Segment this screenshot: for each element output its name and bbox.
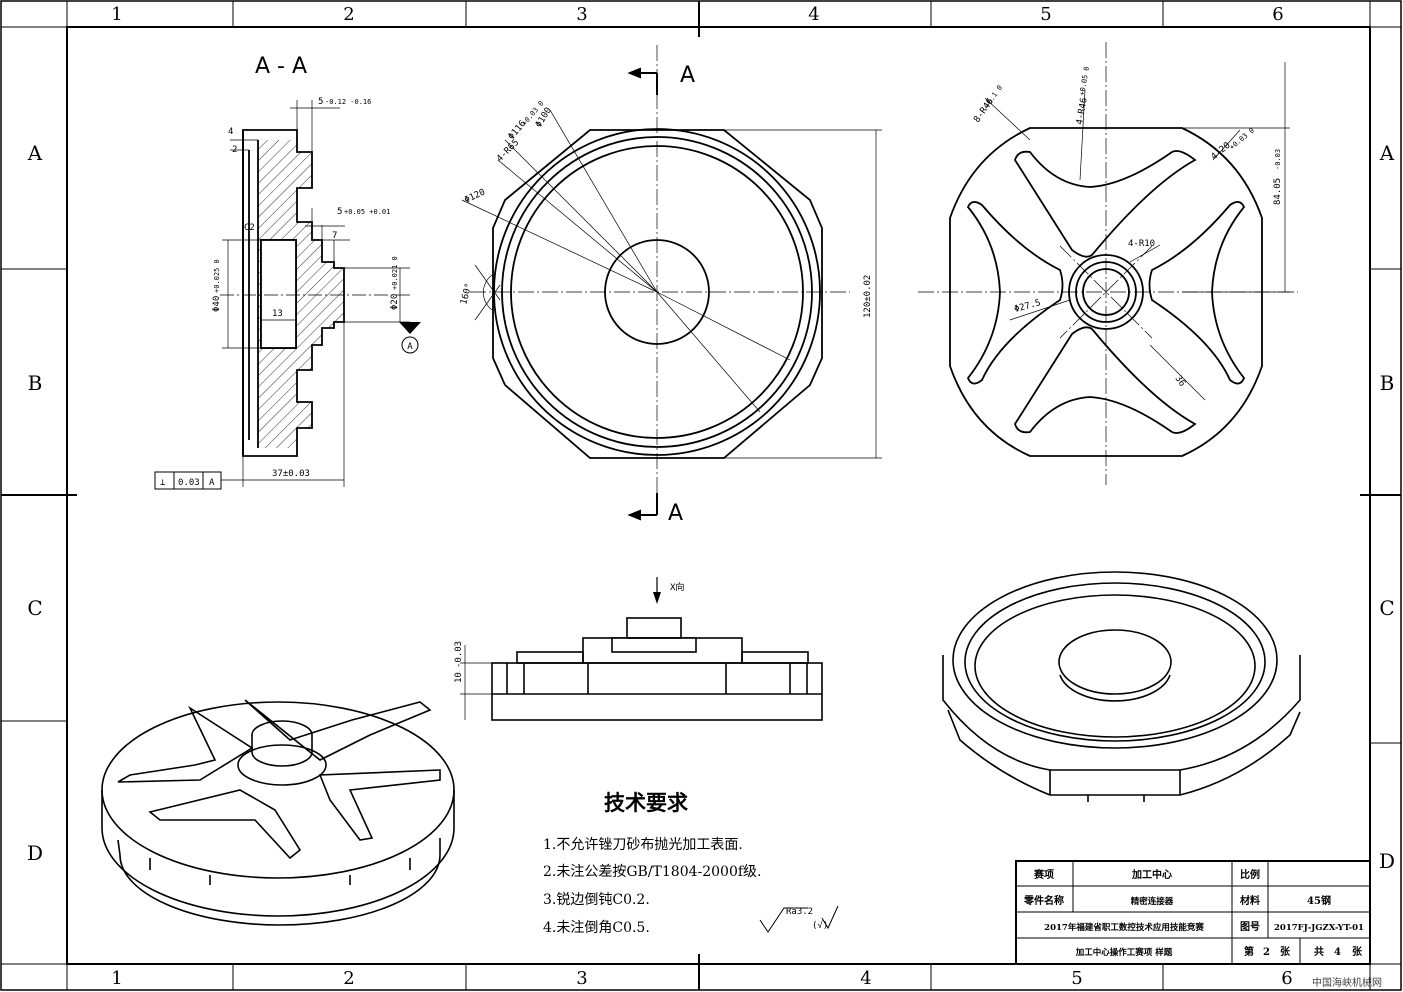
- side-view: X向 10 -0.03: [454, 577, 823, 721]
- perpendicularity-frame: ⊥ 0.03 A: [154, 471, 243, 490]
- dim-angle: 160°: [459, 282, 474, 306]
- dim-r65: 4-R65: [495, 138, 521, 164]
- tb-total-number: 4: [1334, 947, 1341, 958]
- dim-2: 2: [232, 145, 237, 155]
- zone-row-c-right: C: [1379, 596, 1394, 620]
- perp-ref: A: [209, 478, 215, 488]
- note-4: 4.未注倒角C0.5.: [543, 920, 650, 936]
- dim-13: 13: [272, 309, 283, 319]
- x-direction-arrow: X向: [653, 577, 684, 604]
- front-dimensions: Φ100 Φ116 +0.03 0 4-R65 Φ120 160° 120±0.…: [459, 100, 873, 318]
- dim-84-tol: -0.03: [1274, 149, 1282, 170]
- dim-4r46: 4-R46: [1075, 97, 1090, 125]
- section-title: A - A: [255, 54, 307, 79]
- dim-20-tol: +0.021 0: [391, 256, 399, 290]
- zone-row-d-right: D: [1379, 849, 1395, 873]
- cut-label-top: A: [680, 63, 695, 88]
- zone-row-c-left: C: [27, 596, 42, 620]
- tb-total-suffix: 张: [1352, 945, 1363, 958]
- tb-sheet-prefix: 第: [1244, 945, 1254, 958]
- perp-symbol: ⊥: [160, 478, 166, 488]
- x-direction-label: X向: [670, 581, 684, 593]
- tb-sheet-number: 2: [1263, 947, 1270, 958]
- zone-col-5-top: 5: [1040, 4, 1051, 25]
- dim-20: Φ20: [390, 294, 400, 310]
- dim-84: 84.05: [1273, 178, 1283, 205]
- iso-view-bowl: [942, 571, 1301, 802]
- cut-label-bottom: A: [668, 501, 683, 526]
- zone-row-b-left: B: [28, 371, 43, 395]
- zone-col-3-top: 3: [576, 4, 587, 25]
- tb-material-value: 45钢: [1307, 894, 1331, 907]
- dim-5b: 5: [337, 207, 342, 217]
- dim-5: 5: [318, 97, 323, 107]
- dim-4: 4: [228, 127, 233, 137]
- dim-height: 120±0.02: [863, 275, 873, 318]
- zone-row-d-left: D: [27, 841, 43, 865]
- tb-material-label: 材料: [1240, 894, 1260, 907]
- dim-40: Φ40: [212, 296, 222, 312]
- zone-col-2-bottom: 2: [343, 968, 354, 989]
- note-1: 1.不允许锉刀砂布抛光加工表面.: [543, 837, 743, 853]
- dim-37: 37±0.03: [272, 469, 310, 479]
- zone-row-a-left: A: [27, 141, 43, 165]
- zone-col-6-bottom: 6: [1281, 968, 1292, 989]
- cut-line-a: [627, 67, 658, 521]
- tb-total-prefix: 共: [1314, 945, 1324, 958]
- title-block: 赛项 加工中心 比例 零件名称 精密连接器 材料 45钢 2017年福建省职工数…: [1015, 860, 1371, 965]
- zone-col-5-bottom: 5: [1071, 968, 1082, 989]
- datum-symbol: A: [399, 322, 421, 354]
- technical-notes: 技术要求 1.不允许锉刀砂布抛光加工表面. 2.未注公差按GB/T1804-20…: [543, 790, 839, 936]
- back-dimensions: 8-R46 +0.1 0 4-R46 +0.05 0 4-20 +0.03 0 …: [972, 66, 1283, 389]
- tb-part-label: 零件名称: [1023, 894, 1064, 907]
- watermark: 中国海峡机械网: [1312, 976, 1382, 989]
- perp-value: 0.03: [178, 478, 200, 488]
- roughness-value: Ra3.2: [786, 907, 813, 917]
- dim-36: 36: [1173, 374, 1187, 389]
- tb-drawing-no-value: 2017FJ-JGZX-YT-01: [1274, 923, 1364, 933]
- tb-scale-label: 比例: [1240, 868, 1260, 881]
- tb-event-value: 加工中心: [1131, 868, 1172, 881]
- dim-d120: Φ120: [463, 187, 487, 205]
- dim-27: Φ27.5: [1013, 298, 1042, 315]
- zone-col-1-top: 1: [111, 4, 122, 25]
- dim-10-tol: -0.03: [454, 641, 464, 668]
- zone-col-2-top: 2: [343, 4, 354, 25]
- tb-sheet-suffix: 张: [1280, 945, 1291, 958]
- notes-title: 技术要求: [604, 790, 688, 815]
- iso-view-cross: [101, 699, 455, 926]
- zone-col-1-bottom: 1: [111, 968, 122, 989]
- dim-4r46-tol: +0.05 0: [1078, 66, 1091, 96]
- tb-competition: 2017年福建省职工数控技术应用技能竞赛: [1044, 922, 1204, 933]
- zone-col-4-top: 4: [808, 4, 819, 25]
- roughness-symbol: [759, 905, 839, 933]
- tb-drawing-no-label: 图号: [1240, 921, 1260, 933]
- front-view: A A Φ100 Φ116 +0.03 0 4-R65 Φ120 160° 12…: [459, 45, 882, 526]
- dim-5-tol: -0.12 -0.16: [325, 98, 371, 106]
- back-view: 8-R46 +0.1 0 4-R46 +0.05 0 4-20 +0.03 0 …: [918, 42, 1298, 485]
- note-2: 2.未注公差按GB/T1804-2000f级.: [543, 864, 762, 880]
- zone-labels: 1 2 3 4 5 6 1 2 3 4 5 6 A B C D A B C D: [27, 4, 1395, 989]
- roughness-paren: (√): [812, 920, 828, 931]
- zone-col-4-bottom: 4: [860, 968, 871, 989]
- dim-c2: C2: [244, 223, 255, 233]
- tb-event-label: 赛项: [1033, 868, 1054, 881]
- datum-label: A: [407, 342, 413, 352]
- zone-row-a-right: A: [1379, 141, 1395, 165]
- dim-5b-tol: +0.05 +0.01: [344, 208, 390, 216]
- section-view-a-a: A - A: [154, 54, 421, 490]
- zone-col-3-bottom: 3: [576, 968, 587, 989]
- zone-row-b-right: B: [1380, 371, 1395, 395]
- section-dimensions: 5 -0.12 -0.16 4 2 C2 5 +0.05 +0.01 7 Φ40…: [212, 97, 400, 479]
- dim-4r10: 4-R10: [1128, 239, 1155, 249]
- zone-col-6-top: 6: [1272, 4, 1283, 25]
- dim-10: 10: [454, 672, 464, 683]
- tb-sample-title: 加工中心操作工赛项 样题: [1075, 947, 1173, 958]
- tb-part-value: 精密连接器: [1131, 896, 1174, 907]
- dim-40-tol: +0.025 0: [213, 259, 221, 293]
- dim-7: 7: [332, 231, 337, 241]
- note-3: 3.锐边倒钝C0.2.: [543, 892, 650, 908]
